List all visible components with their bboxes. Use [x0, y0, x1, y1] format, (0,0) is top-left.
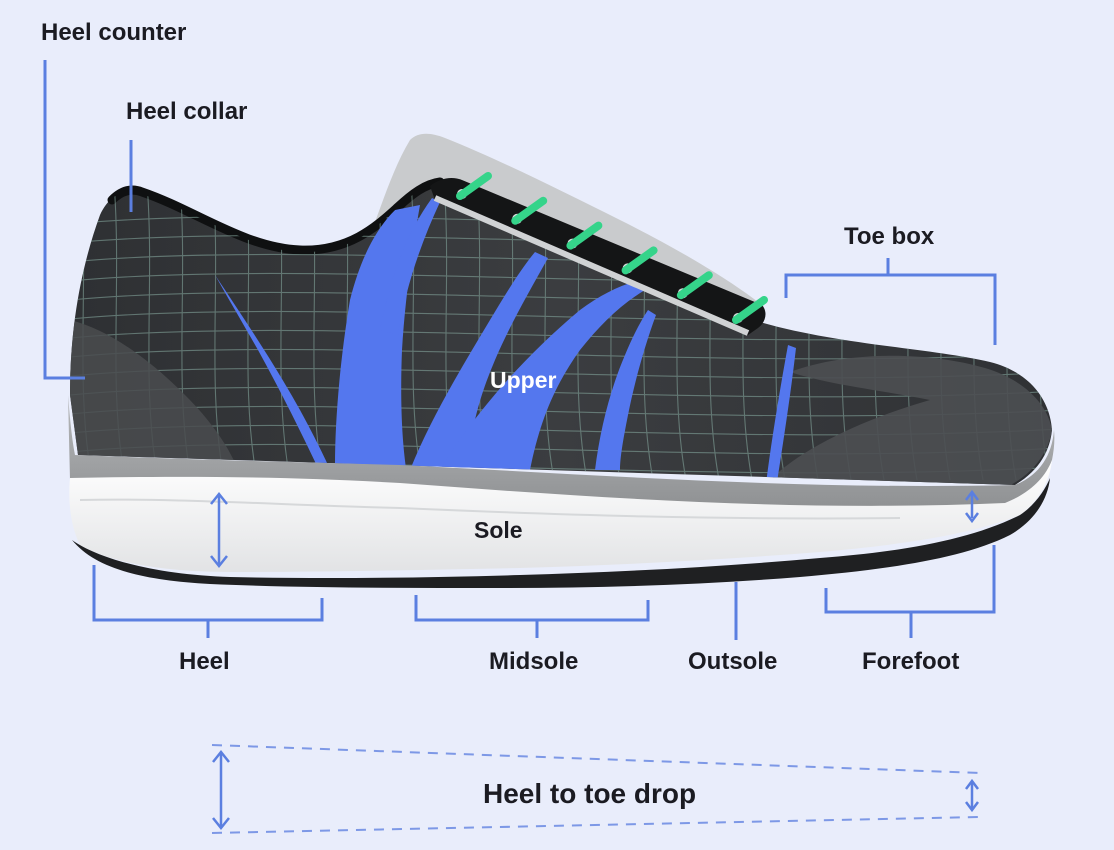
- double-arrow-icon: [210, 491, 228, 569]
- double-arrow-icon: [965, 489, 979, 524]
- heel-to-toe-drop-wedge: [211, 744, 981, 834]
- double-arrow-icon: [965, 778, 979, 813]
- lace-segment: [676, 271, 713, 300]
- toe-box-bracket: [784, 273, 997, 345]
- label-heel-to-toe-drop: Heel to toe drop: [483, 778, 696, 809]
- sole: [69, 460, 1053, 572]
- collar-rim: [107, 177, 445, 255]
- label-midsole: Midsole: [489, 648, 578, 675]
- midsole-bracket: [414, 595, 650, 622]
- laces: [456, 172, 768, 324]
- blue-accent-strokes: [215, 198, 796, 485]
- label-heel-counter: Heel counter: [41, 19, 186, 46]
- lace-segment: [511, 196, 548, 225]
- label-outsole: Outsole: [688, 648, 777, 675]
- label-forefoot: Forefoot: [862, 648, 959, 675]
- lace-segment: [566, 221, 603, 250]
- label-heel-collar: Heel collar: [126, 98, 247, 125]
- lace-segment: [456, 172, 492, 200]
- label-sole: Sole: [474, 517, 523, 543]
- lace-segment: [621, 246, 658, 275]
- label-heel: Heel: [179, 648, 230, 675]
- label-toe-box: Toe box: [844, 223, 935, 250]
- heel-counter-leader: [43, 60, 85, 380]
- heel-bracket: [92, 565, 324, 622]
- outsole: [72, 478, 1050, 588]
- label-upper: Upper: [490, 367, 557, 393]
- lace-segment: [732, 296, 768, 324]
- upper-mesh: [70, 182, 1052, 485]
- double-arrow-icon: [212, 749, 230, 831]
